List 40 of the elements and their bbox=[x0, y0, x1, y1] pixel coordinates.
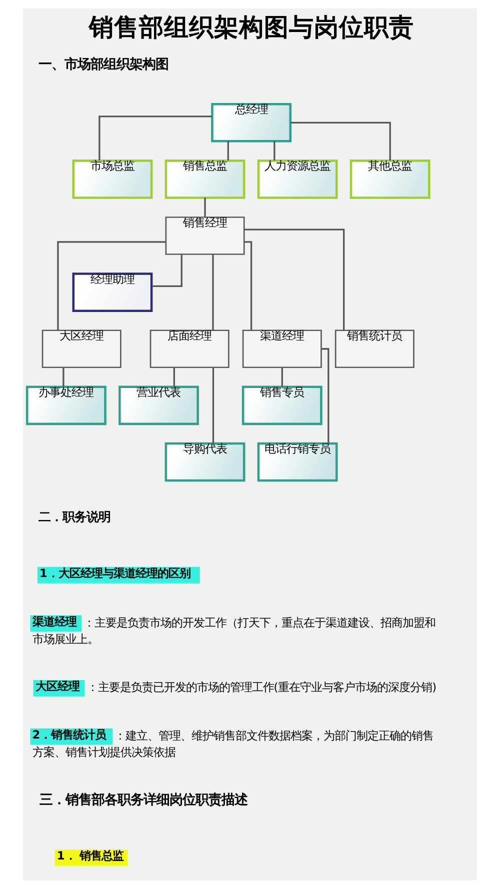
label: 三．销售部各职务详细岗位职责描述 bbox=[39, 792, 248, 808]
node-box: 销售专员 bbox=[242, 386, 322, 426]
node-box: 电话行销专员 bbox=[257, 442, 338, 482]
node-box: 大区经理 bbox=[42, 330, 122, 368]
connector bbox=[322, 348, 330, 444]
label: 1．大区经理与渠道经理的区别 bbox=[39, 566, 190, 580]
connector bbox=[227, 141, 229, 160]
connector bbox=[152, 254, 182, 287]
connector bbox=[212, 254, 214, 330]
node-box: 导购代表 bbox=[164, 442, 246, 482]
connector bbox=[212, 368, 214, 444]
node-box: 营业代表 bbox=[118, 386, 199, 426]
label: 渠道经理：主要是负责市场的开发工作（打天下，重点在于渠道建设、招商加盟和市场展业上。 bbox=[32, 615, 436, 646]
connector bbox=[204, 198, 206, 217]
connector bbox=[274, 141, 276, 160]
node-box: 销售总监 bbox=[164, 160, 246, 199]
node-box: 市场总监 bbox=[72, 160, 153, 199]
node-box: 总经理 bbox=[211, 103, 292, 142]
connector bbox=[173, 367, 175, 387]
diagram-title: 销售部组织架构图与岗位职责 bbox=[89, 12, 414, 42]
connector bbox=[244, 241, 252, 330]
connector bbox=[281, 367, 283, 387]
connector bbox=[98, 116, 212, 160]
node-box: 人力资源总监 bbox=[257, 160, 338, 199]
label: 1． 销售总监 bbox=[56, 850, 124, 863]
connector bbox=[57, 241, 166, 330]
node-box: 经理助理 bbox=[72, 272, 153, 312]
connector bbox=[62, 367, 64, 387]
connector bbox=[244, 228, 345, 330]
connector bbox=[290, 122, 391, 161]
node-box: 办事处经理 bbox=[26, 386, 106, 426]
label: 二．职务说明 bbox=[38, 510, 110, 524]
label: 一、市场部组织架构图 bbox=[38, 58, 168, 73]
node-box: 渠道经理 bbox=[242, 330, 322, 368]
node-box: 店面经理 bbox=[150, 330, 230, 368]
node-box: 销售统计员 bbox=[334, 330, 414, 368]
node-box: 其他总监 bbox=[350, 160, 430, 199]
label: 大区经理：主要是负责已开发的市场的管理工作(重在守业与客户市场的深度分销) bbox=[35, 680, 437, 694]
label: 2．销售统计员：建立、管理、维护销售部文件数据档案，为部门制定正确的销售方案、销售计划提供决策依据 bbox=[32, 728, 434, 759]
node-box: 销售经理 bbox=[165, 216, 245, 255]
